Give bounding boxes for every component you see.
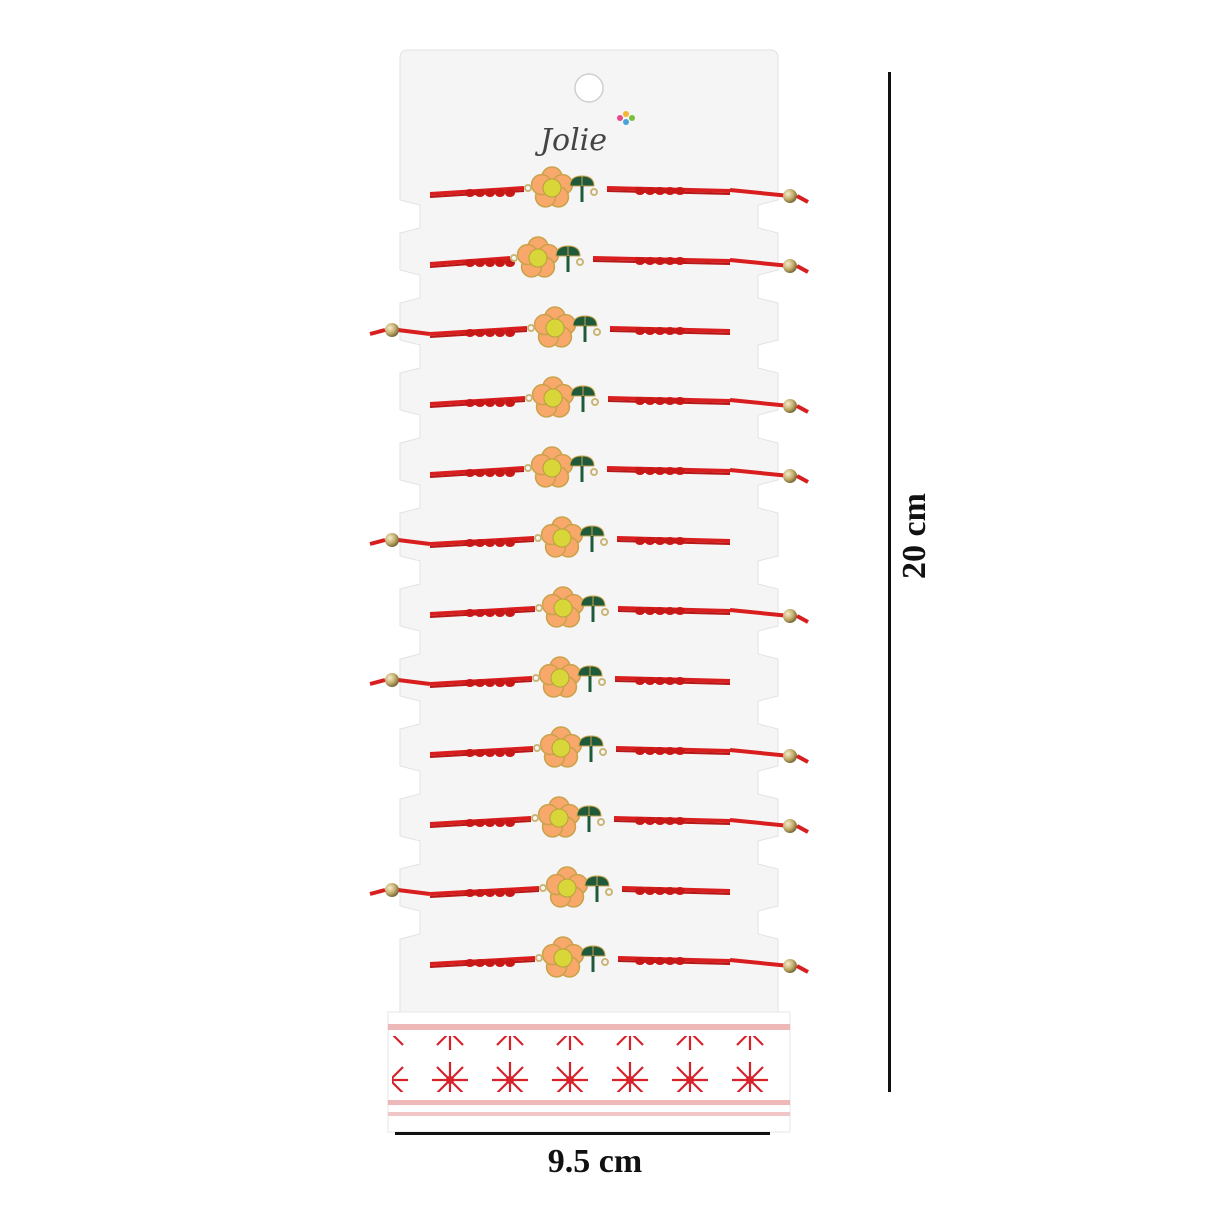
svg-text:Jolie: Jolie [534, 123, 607, 158]
bracelet [429, 726, 809, 768]
bracelet [429, 236, 809, 278]
bracelet [369, 306, 731, 348]
bracelet [429, 376, 809, 418]
width-label: 9.5 cm [547, 1143, 643, 1180]
bracelet [369, 656, 731, 698]
embroidery-band [387, 1011, 791, 1133]
flower-charm [535, 936, 609, 978]
bracelet [429, 796, 809, 838]
bracelet [429, 586, 809, 628]
flower-charm [535, 586, 609, 628]
flower-charm [525, 376, 599, 418]
height-measure-line [888, 72, 891, 1092]
flower-charm [531, 796, 605, 838]
flower-charm [533, 726, 607, 768]
flower-charm [534, 516, 608, 558]
height-label: 20 cm [896, 493, 933, 579]
flower-charm [527, 306, 601, 348]
bracelet [429, 166, 809, 208]
width-measure-line [395, 1132, 770, 1135]
hang-hole [574, 73, 604, 103]
flower-charm [524, 166, 598, 208]
flower-charm [510, 236, 584, 278]
bracelet-list [369, 166, 809, 978]
bracelet [429, 936, 809, 978]
bracelet [369, 866, 731, 908]
brand-logo: Jolie [534, 111, 635, 158]
bracelet [369, 516, 731, 558]
flower-charm [524, 446, 598, 488]
bracelet [429, 446, 809, 488]
flower-charm [539, 866, 613, 908]
flower-charm [532, 656, 606, 698]
